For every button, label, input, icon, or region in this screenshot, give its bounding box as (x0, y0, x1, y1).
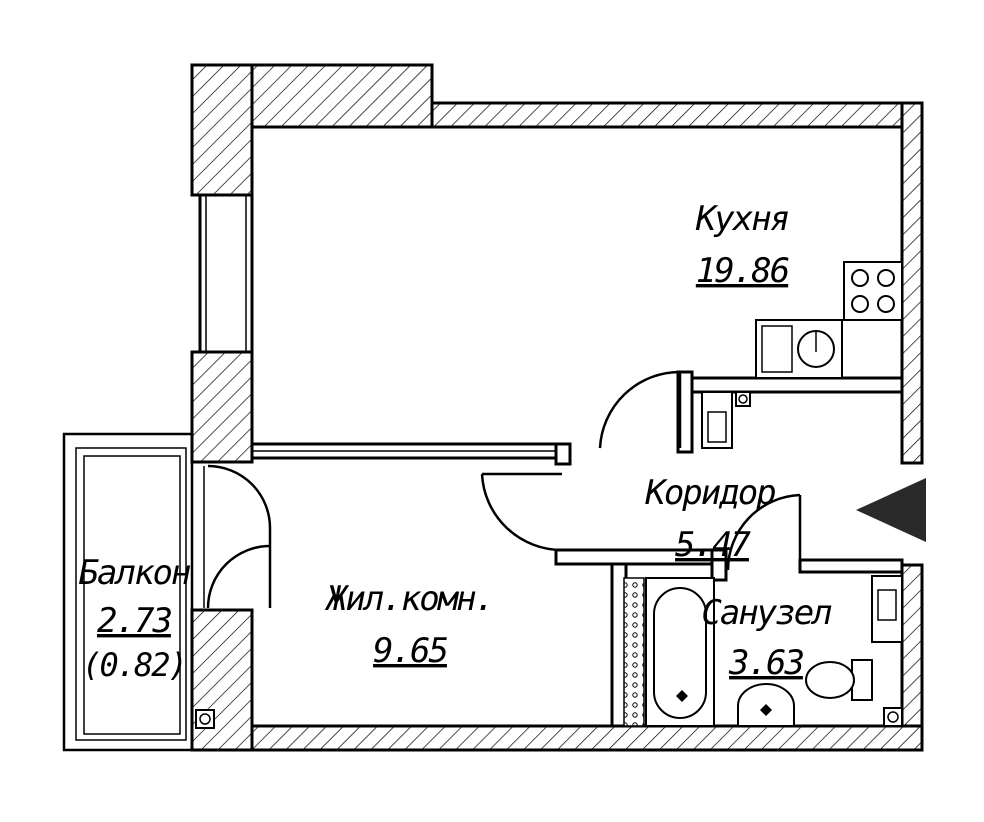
stove-icon (843, 261, 903, 321)
doors (203, 370, 802, 609)
room-name-balcony: Балкон (79, 553, 191, 593)
balcony-outline (62, 432, 194, 752)
washbasin-icon (737, 683, 795, 727)
cabinet-icon (701, 391, 733, 449)
room-area-living: 9.65 (373, 631, 447, 671)
room-name-corridor: Коридор (644, 473, 775, 513)
room-name-living: Жил.комн. (324, 579, 493, 619)
bathroom-fixtures (195, 575, 903, 729)
room-area-balcony: 2.73 (97, 601, 171, 641)
entrance-arrow-icon (856, 478, 926, 542)
room-name-kitchen: Кухня (695, 199, 789, 239)
room-area-corridor: 5.47 (675, 525, 751, 565)
room-area-bathroom: 3.63 (728, 643, 803, 683)
corridor-fixtures (701, 391, 751, 449)
interior-walls (250, 370, 904, 728)
outer-walls (190, 63, 924, 752)
kitchen-fixtures (755, 261, 903, 379)
toilet-icon (805, 659, 873, 701)
room-area-balcony-reduced: (0.82) (82, 646, 186, 684)
tile-strip (623, 577, 645, 727)
boiler-icon (871, 575, 903, 643)
room-name-bathroom: Санузел (701, 593, 832, 633)
room-area-kitchen: 19.86 (696, 251, 789, 291)
